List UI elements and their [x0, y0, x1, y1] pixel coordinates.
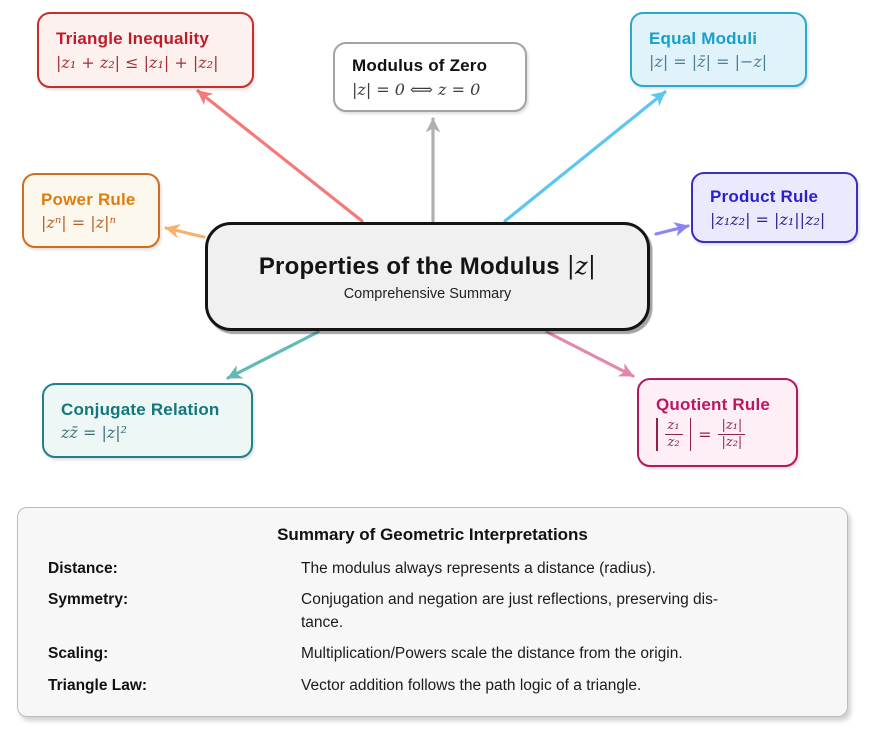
- node-title: Equal Moduli: [649, 28, 758, 48]
- arrow-product-rule: [654, 222, 690, 237]
- arrow-quotient-rule: [545, 330, 635, 378]
- equals-sign: =: [698, 425, 712, 445]
- node-formula: |zⁿ| = |z|ⁿ: [41, 213, 116, 233]
- node-title: Product Rule: [710, 186, 819, 206]
- summary-row-label: Scaling:: [48, 645, 109, 663]
- summary-row-label: Triangle Law:: [48, 676, 148, 694]
- summary-row: Distance: The modulus always represents …: [48, 558, 817, 580]
- summary-row: Triangle Law: Vector addition follows th…: [48, 675, 817, 697]
- node-formula: |z₁z₂| = |z₁||z₂|: [710, 210, 826, 230]
- vertical-bar: [656, 417, 658, 452]
- fraction-lhs: z₁ z₂: [664, 418, 683, 452]
- fraction-numerator: |z₁|: [718, 418, 746, 436]
- node-title: Quotient Rule: [656, 394, 771, 414]
- node-power-rule: Power Rule |zⁿ| = |z|ⁿ: [22, 173, 160, 248]
- center-title-text: Properties of the Modulus: [258, 252, 560, 280]
- vertical-bar: [689, 417, 692, 452]
- fraction-numerator: z₁: [664, 418, 683, 436]
- fraction-rhs: |z₁| |z₂|: [718, 418, 746, 452]
- node-formula: |z| = 0 ⟺ z = 0: [352, 79, 481, 99]
- arrow-conjugate-relation: [226, 330, 320, 380]
- summary-row-desc: Multiplication/Powers scale the distance…: [301, 645, 683, 663]
- summary-title: Summary of Geometric Interpretations: [277, 525, 588, 544]
- summary-row-label: Symmetry:: [48, 591, 129, 609]
- summary-row-desc: Conjugation and negation are just reflec…: [301, 591, 719, 631]
- node-formula: z₁ z₂ = |z₁| |z₂|: [656, 417, 779, 452]
- arrow-equal-moduli: [503, 90, 667, 223]
- summary-row-desc: Vector addition follows the path logic o…: [301, 676, 642, 694]
- center-title-math: |z|: [566, 251, 597, 280]
- summary-panel: Summary of Geometric Interpretations Dis…: [17, 507, 848, 717]
- node-quotient-rule: Quotient Rule z₁ z₂ = |z₁| |z₂|: [637, 378, 798, 467]
- node-formula: zz̄ = |z|²: [61, 423, 128, 443]
- center-subtitle: Comprehensive Summary: [343, 285, 512, 302]
- node-formula: |z| = |z̄| = |−z|: [649, 52, 768, 72]
- node-formula: |z₁ + z₂| ≤ |z₁| + |z₂|: [56, 52, 219, 72]
- summary-row-desc: The modulus always represents a distance…: [301, 560, 656, 577]
- node-title: Conjugate Relation: [61, 399, 220, 419]
- node-equal-moduli: Equal Moduli |z| = |z̄| = |−z|: [630, 12, 807, 87]
- node-title: Power Rule: [41, 189, 136, 209]
- arrow-power-rule: [164, 223, 206, 239]
- node-title: Triangle Inequality: [56, 29, 210, 49]
- fraction-denominator: |z₂|: [721, 435, 743, 451]
- node-modulus-of-zero: Modulus of Zero |z| = 0 ⟺ z = 0: [333, 42, 527, 112]
- node-conjugate-relation: Conjugate Relation zz̄ = |z|²: [42, 383, 253, 458]
- node-triangle-inequality: Triangle Inequality |z₁ + z₂| ≤ |z₁| + |…: [37, 12, 254, 88]
- center-title: Properties of the Modulus |z|: [259, 252, 596, 281]
- node-product-rule: Product Rule |z₁z₂| = |z₁||z₂|: [691, 172, 858, 243]
- fraction-denominator: z₂: [667, 435, 680, 451]
- node-title: Modulus of Zero: [352, 56, 488, 76]
- summary-row-label: Distance:: [48, 560, 118, 577]
- summary-row: Symmetry: Conjugation and negation are j…: [48, 589, 817, 634]
- summary-row: Scaling: Multiplication/Powers scale the…: [48, 643, 817, 665]
- center-node-properties-of-modulus: Properties of the Modulus |z| Comprehens…: [205, 222, 650, 331]
- arrow-triangle-inequality: [196, 89, 364, 223]
